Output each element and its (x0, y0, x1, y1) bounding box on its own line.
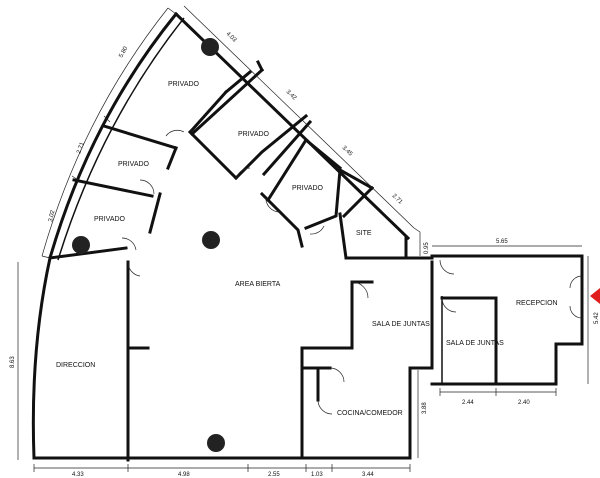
door-recepcion-a (569, 275, 583, 289)
dim-text-bottom-3: 2.55 (268, 472, 280, 478)
door-cocina-2 (329, 367, 345, 383)
partition-privado-5-bottom (48, 246, 128, 260)
dim-text-right-bottom-1: 2.44 (462, 400, 474, 406)
dim-text-recepcion-height: 5.42 (594, 312, 600, 324)
room-label-area-abierta: AREA BIERTA (235, 281, 281, 288)
door-sala-juntas-2 (441, 297, 457, 313)
door-direccion (127, 261, 141, 277)
column-3 (202, 231, 220, 249)
dim-text-right-bottom-2: 2.40 (518, 400, 530, 406)
column-2 (72, 236, 90, 254)
room-label-privado-2: PRIVADO (238, 131, 270, 138)
dim-text-top-2: 3.42 (285, 89, 298, 102)
entrance-marker-icon (590, 288, 600, 304)
door-privado-5 (121, 237, 137, 251)
partition-privado-4-top (102, 124, 178, 150)
dim-text-bottom-1: 4.33 (72, 472, 84, 478)
partition-privado-1-2 (189, 67, 265, 137)
door-cocina (317, 399, 333, 415)
dim-text-arc-mid: 2.71 (76, 141, 86, 155)
door-recepcion-b (569, 305, 583, 319)
room-label-privado-1: PRIVADO (168, 81, 200, 88)
room-label-privado-4: PRIVADO (118, 161, 150, 168)
partition-privado-5-side (148, 192, 162, 234)
dim-text-cocina-height: 3.88 (422, 402, 428, 414)
dim-text-top-4: 2.71 (391, 193, 404, 206)
curved-facade-wall (31, 11, 179, 460)
column-4 (207, 434, 225, 452)
dim-ticks-south (33, 464, 411, 472)
sala-juntas-1-right (408, 260, 434, 370)
dim-text-bottom-4: 1.03 (311, 472, 323, 478)
door-privado-4 (139, 179, 155, 195)
door-corridor (439, 259, 455, 275)
site-wall (338, 212, 408, 260)
privado-inner-wall-d (259, 191, 304, 248)
door-sala-juntas-1 (351, 281, 369, 299)
partition-privado-4-side (166, 146, 178, 170)
room-label-site: SITE (356, 230, 372, 237)
room-label-recepcion: RECEPCION (516, 300, 558, 307)
room-label-sala-juntas-1: SALA DE JUNTAS (372, 321, 430, 328)
dim-text-site-right: 0.95 (424, 242, 430, 254)
dim-text-arc-top: 5.80 (118, 45, 129, 59)
dim-line-arc (41, 7, 169, 257)
curved-facade-inner (57, 17, 185, 261)
door-privado-2 (235, 167, 251, 181)
dim-text-top-1: 4.03 (225, 31, 238, 44)
partition-privado-2-3 (261, 119, 313, 177)
dim-line-north (183, 5, 415, 229)
privados-corridor-wall (189, 59, 265, 133)
door-privado-3 (265, 195, 281, 213)
partition-privado-4-5 (72, 178, 154, 198)
privado-inner-wall-e (304, 167, 375, 230)
room-label-sala-juntas-2: SALA DE JUNTAS (446, 340, 504, 347)
column-1 (201, 38, 219, 56)
room-label-cocina: COCINA/COMEDOR (337, 410, 403, 417)
room-label-direccion: DIRECCION (56, 362, 95, 369)
dim-ticks-recepcion-bottom (439, 388, 557, 396)
partition-privado-3-site (341, 185, 375, 219)
dim-line-site-right (413, 227, 421, 256)
dim-text-bottom-5: 3.44 (362, 472, 374, 478)
recepcion-north-wall (430, 254, 584, 386)
privado-inner-wall-a (187, 129, 239, 181)
dim-text-arc-low: 3.02 (48, 209, 56, 222)
door-site (309, 225, 325, 235)
room-label-privado-5: PRIVADO (94, 216, 126, 223)
dim-text-recepcion-width: 5.65 (496, 239, 508, 245)
dim-text-top-3: 3.45 (341, 145, 354, 158)
sala-juntas-1-wall (300, 280, 354, 460)
dim-text-bottom-2: 4.98 (178, 472, 190, 478)
room-label-privado-3: PRIVADO (292, 185, 324, 192)
privado-inner-wall-c (265, 137, 343, 203)
dim-text-left-height: 8.63 (10, 356, 16, 368)
dim-ticks-arc (41, 7, 177, 259)
door-privado-1 (165, 129, 185, 137)
